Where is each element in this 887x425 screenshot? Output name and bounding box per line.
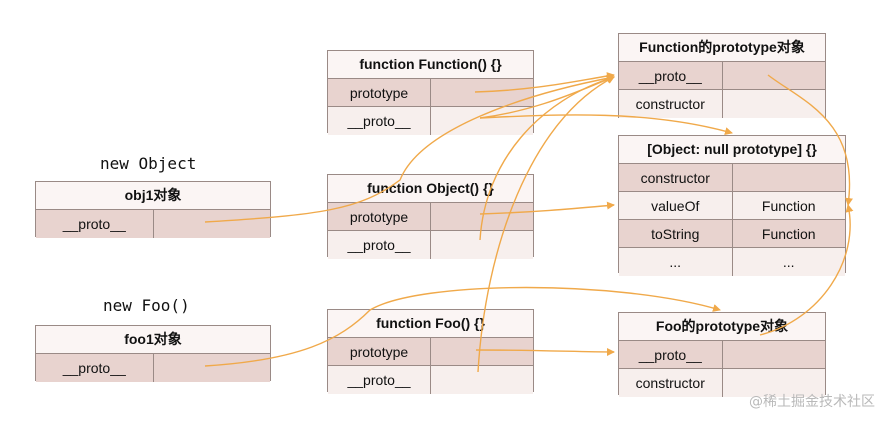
row-value xyxy=(430,231,533,259)
row-value xyxy=(721,341,826,368)
row-value xyxy=(430,338,533,365)
row-key: __proto__ xyxy=(638,67,702,84)
row-value xyxy=(430,79,533,106)
function-prototype-proto-row: __proto__ xyxy=(619,62,825,90)
row-key: __proto__ xyxy=(347,113,411,129)
row-key: constructor xyxy=(640,169,710,186)
foo-prototype-object-title: Foo的prototype对象 xyxy=(619,313,825,341)
function-foo-proto-row: __proto__ xyxy=(328,366,533,394)
row-key: toString xyxy=(651,225,700,242)
new-object-label: new Object xyxy=(100,154,197,173)
object-prototype-valueof-row: valueOf Function xyxy=(619,192,845,220)
object-prototype-tostring-row: toString Function xyxy=(619,220,845,248)
row-value xyxy=(731,164,846,191)
row-key: __proto__ xyxy=(62,360,126,376)
row-value xyxy=(152,354,271,382)
row-key: constructor xyxy=(635,96,705,112)
foo-prototype-proto-row: __proto__ xyxy=(619,341,825,369)
function-object-proto-row: __proto__ xyxy=(328,231,533,259)
row-value xyxy=(152,210,271,238)
row-key: valueOf xyxy=(651,197,700,214)
row-key: constructor xyxy=(635,375,705,391)
function-object-title: function Object() {} xyxy=(328,175,533,203)
function-function-box: function Function() {} prototype __proto… xyxy=(327,50,534,135)
new-foo-label: new Foo() xyxy=(103,296,190,315)
function-object-prototype-row: prototype xyxy=(328,203,533,231)
row-key: prototype xyxy=(349,208,409,225)
function-foo-title: function Foo() {} xyxy=(328,310,533,338)
row-value xyxy=(430,366,533,394)
row-key: __proto__ xyxy=(347,372,411,388)
foo1-proto-row: __proto__ xyxy=(36,354,270,382)
object-prototype-title: [Object: null prototype] {} xyxy=(619,136,845,164)
row-key: prototype xyxy=(349,343,409,360)
row-value: ... xyxy=(731,248,846,276)
object-prototype-ellipsis-row: ... ... xyxy=(619,248,845,276)
object-prototype-box: [Object: null prototype] {} constructor … xyxy=(618,135,846,276)
row-value xyxy=(721,90,826,118)
row-value xyxy=(430,203,533,230)
function-object-box: function Object() {} prototype __proto__ xyxy=(327,174,534,259)
row-value: Function xyxy=(731,220,846,247)
obj1-box: obj1对象 __proto__ xyxy=(35,181,271,238)
watermark: @稀土掘金技术社区 xyxy=(749,394,875,410)
row-key: prototype xyxy=(349,84,409,101)
function-prototype-object-title: Function的prototype对象 xyxy=(619,34,825,62)
foo-prototype-object-box: Foo的prototype对象 __proto__ constructor xyxy=(618,312,826,397)
foo-prototype-constructor-row: constructor xyxy=(619,369,825,397)
row-key: __proto__ xyxy=(638,346,702,363)
obj1-proto-row: __proto__ xyxy=(36,210,270,238)
function-prototype-constructor-row: constructor xyxy=(619,90,825,118)
row-key: __proto__ xyxy=(62,216,126,232)
function-foo-prototype-row: prototype xyxy=(328,338,533,366)
foo1-title: foo1对象 xyxy=(36,326,270,354)
function-function-proto-row: __proto__ xyxy=(328,107,533,135)
function-prototype-object-box: Function的prototype对象 __proto__ construct… xyxy=(618,33,826,118)
object-prototype-constructor-row: constructor xyxy=(619,164,845,192)
function-function-title: function Function() {} xyxy=(328,51,533,79)
row-value xyxy=(430,107,533,135)
row-value xyxy=(721,369,826,397)
row-value xyxy=(721,62,826,89)
function-foo-box: function Foo() {} prototype __proto__ xyxy=(327,309,534,394)
row-key: ... xyxy=(669,254,682,270)
function-function-prototype-row: prototype xyxy=(328,79,533,107)
obj1-title: obj1对象 xyxy=(36,182,270,210)
row-value: Function xyxy=(731,192,846,219)
row-key: __proto__ xyxy=(347,237,411,253)
foo1-box: foo1对象 __proto__ xyxy=(35,325,271,382)
